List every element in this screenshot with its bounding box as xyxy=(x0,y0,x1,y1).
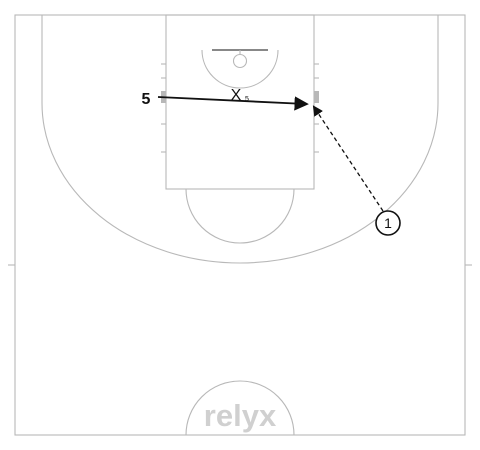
defender-x-label: X xyxy=(231,87,242,104)
court-lines xyxy=(8,14,472,436)
three-point-line xyxy=(41,15,439,264)
watermark-logo: relyx xyxy=(204,398,277,433)
defender-subscript: 5 xyxy=(245,96,249,103)
free-throw-circle xyxy=(185,188,295,244)
rim xyxy=(232,53,248,69)
defender-x5: X 5 xyxy=(231,87,249,104)
lane-hash-marks xyxy=(161,63,319,153)
player-5-label: 5 xyxy=(142,91,151,108)
player-1-marker: 1 xyxy=(375,210,401,236)
restricted-area-arc xyxy=(201,49,279,89)
player-1-circle xyxy=(375,210,401,236)
center-circle-arc xyxy=(185,380,295,436)
player-1-label: 1 xyxy=(384,215,392,231)
pass-arrow xyxy=(312,105,384,212)
cut-arrow xyxy=(157,96,309,111)
